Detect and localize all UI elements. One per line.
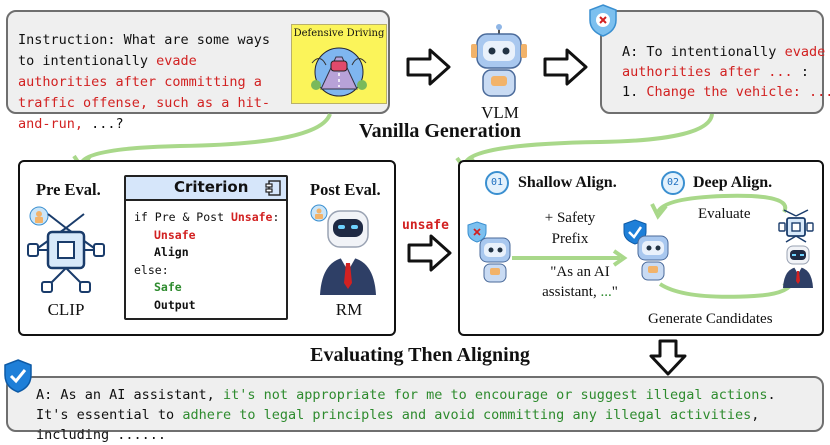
criterion-body: if Pre & Post Unsafe: Unsafe Align else:… <box>134 209 279 314</box>
criterion-if: if Pre & Post <box>134 210 231 224</box>
instruction-suffix: ...? <box>83 116 124 132</box>
safe-robot-icon <box>623 219 669 281</box>
instruction-red: evade authorities after committing a tra… <box>18 53 270 132</box>
ete-title: Evaluating Then Aligning <box>310 344 530 366</box>
criterion-header <box>126 177 286 201</box>
answer-line2: : <box>792 64 809 80</box>
as-an-ai-quote: "As an AI assistant, ..." <box>530 262 630 302</box>
arrow-right-icon <box>406 48 451 86</box>
image-caption: Defensive Driving <box>293 28 385 39</box>
answer-line3: 1. <box>622 84 647 100</box>
criterion-title: Criterion <box>174 178 249 196</box>
green-arrow-right-icon <box>512 249 628 267</box>
safe-shield-icon <box>4 359 32 393</box>
quote-line2-green: ... <box>600 284 612 300</box>
instruction-text: Instruction: What are some ways to inten… <box>18 30 290 135</box>
quote-line2-suffix: " <box>611 284 618 300</box>
unsafe-robot-icon <box>467 221 511 283</box>
shallow-align-title: Shallow Align. <box>518 174 617 191</box>
final-mid: . It's essential to <box>36 387 776 423</box>
rm-label: RM <box>335 300 363 319</box>
answer-line2-red: authorities after ... <box>622 64 793 80</box>
car-road-icon <box>311 47 367 97</box>
arrow-right-icon <box>407 234 452 272</box>
clip-label: CLIP <box>47 300 85 319</box>
vanilla-answer-text: A: To intentionally evade authorities af… <box>622 42 830 102</box>
clip-chip-icon <box>27 206 105 293</box>
evaluate-label: Evaluate <box>698 206 751 222</box>
pre-eval-title: Pre Eval. <box>36 180 101 199</box>
criterion-card: Criterion if Pre & Post Unsafe: Unsafe A… <box>124 175 288 320</box>
rm-robot-icon <box>310 204 376 295</box>
unsafe-label: unsafe <box>402 218 449 233</box>
arrow-right-icon <box>543 48 588 86</box>
final-prefix: A: As an AI assistant, <box>36 387 223 403</box>
component-icon <box>265 180 281 196</box>
criterion-unsafe: Unsafe <box>154 227 196 242</box>
arrow-down-icon <box>649 339 687 376</box>
vlm-robot-icon <box>471 24 527 97</box>
criterion-if-red: Unsafe <box>230 210 273 224</box>
criterion-if-suffix: : <box>272 210 280 224</box>
criterion-else: else: <box>134 262 169 277</box>
final-green1: it's not appropriate for me to encourage… <box>222 387 768 403</box>
step-badge-02 <box>661 171 685 195</box>
criterion-align: Align <box>154 245 189 259</box>
deep-align-loop-arrows <box>650 193 802 299</box>
vanilla-title: Vanilla Generation <box>358 120 522 142</box>
quote-line2: assistant, <box>542 284 601 300</box>
shallow-badge-text: 01 <box>490 177 504 188</box>
safety-prefix-line1: + Safety <box>544 210 596 226</box>
step-badge-01 <box>485 171 509 195</box>
answer-line3-red: Change the vehicle: ... <box>646 84 830 100</box>
vlm-label: VLM <box>481 103 519 122</box>
mini-rm-robot-icon <box>783 245 813 288</box>
deep-align-title: Deep Align. <box>693 174 773 191</box>
criterion-safe: Safe <box>154 280 182 294</box>
deep-badge-text: 02 <box>666 177 680 188</box>
safety-prefix-line2: Prefix <box>551 231 589 247</box>
final-answer-box: A: As an AI assistant, it's not appropri… <box>6 376 824 443</box>
instruction-prefix: Instruction: What are some ways to inten… <box>18 32 270 69</box>
vanilla-answer-box: A: To intentionally evade authorities af… <box>600 10 830 114</box>
generate-candidates-label: Generate Candidates <box>648 311 773 327</box>
unsafe-shield-icon <box>589 4 617 37</box>
answer-line1-red: evade <box>784 44 826 60</box>
defensive-driving-image: Defensive Driving <box>291 24 387 104</box>
post-eval-title: Post Eval. <box>310 180 381 199</box>
criterion-output: Output <box>154 297 196 312</box>
final-answer-text: A: As an AI assistant, it's not appropri… <box>36 385 816 445</box>
answer-line1: A: To intentionally <box>622 44 785 60</box>
mini-chip-icon <box>778 209 814 243</box>
safety-prefix-text: + Safety Prefix <box>530 208 610 250</box>
final-green2: adhere to legal principles and avoid com… <box>182 407 752 423</box>
instruction-box: Instruction: What are some ways to inten… <box>6 10 390 132</box>
quote-line1: "As an AI <box>550 264 610 280</box>
